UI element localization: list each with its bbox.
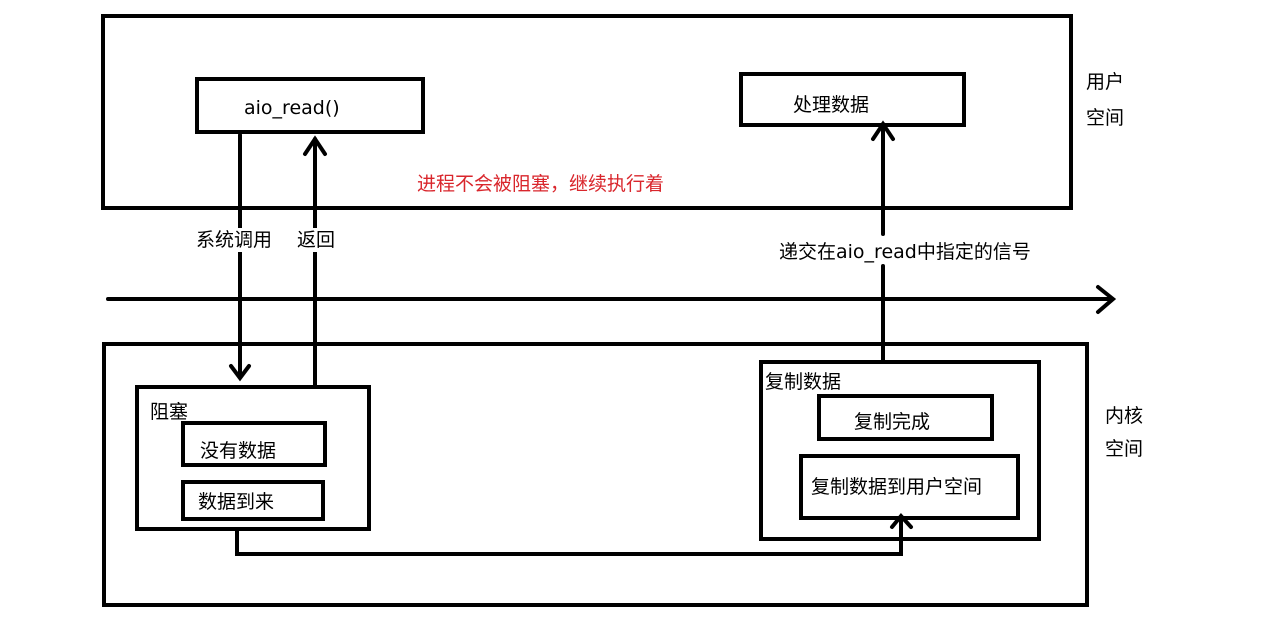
not-blocked-note: 进程不会被阻塞，继续执行着 [417,173,665,195]
user-space-label-line2: 空间 [1086,107,1125,129]
return-label: 返回 [297,228,336,252]
process-data-box [739,72,966,127]
copy-to-user-box [799,454,1020,520]
data-arrived-label: 数据到来 [198,491,275,513]
blocked-title: 阻塞 [150,401,189,423]
syscall-arrowhead [229,364,251,382]
syscall-label: 系统调用 [196,228,273,252]
return-arrowhead [303,135,327,156]
no-data-box [181,421,327,467]
user-space-region [101,14,1073,210]
data-path-connector [235,516,903,556]
kernel-space-label-line2: 空间 [1105,438,1144,460]
copy-done-box [817,394,994,441]
process-data-label: 处理数据 [793,94,870,116]
no-data-label: 没有数据 [200,440,277,462]
copy-data-box [759,360,1041,541]
kernel-space-label-line1: 内核 [1105,405,1144,427]
signal-label: 递交在aio_read中指定的信号 [779,240,1031,264]
user-space-label-line1: 用户 [1086,71,1125,93]
aio-read-label: aio_read() [244,97,340,119]
copy-data-title: 复制数据 [765,371,842,393]
aio-read-box [195,77,425,134]
timeline-arrowhead [1096,285,1117,314]
blocked-box [135,385,371,531]
copy-to-user-label: 复制数据到用户空间 [811,476,983,498]
copy-done-label: 复制完成 [854,411,931,433]
data-arrived-box [181,480,325,521]
kernel-space-region [102,342,1089,607]
